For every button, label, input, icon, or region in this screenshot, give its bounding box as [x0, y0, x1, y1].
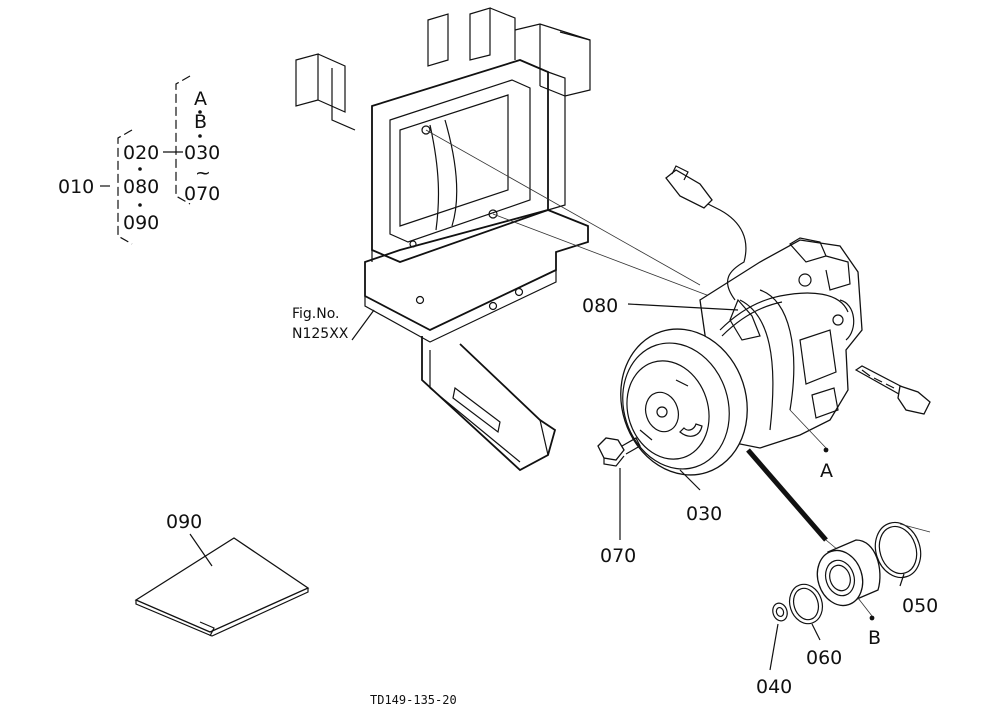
callout-060: 060 [806, 647, 842, 669]
tree-item-030: 030 [184, 142, 220, 164]
figure-reference: Fig.No. N125XX [292, 306, 375, 342]
operators-manual-090 [134, 533, 310, 637]
callout-030: 030 [686, 503, 722, 525]
callout-040: 040 [756, 676, 792, 698]
parts-hierarchy-tree: 010 020 080 090 A B 030 ~ 070 [58, 75, 220, 245]
callout-080: 080 [582, 295, 618, 317]
figure-code: TD149-135-20 [370, 693, 457, 707]
tree-item-090: 090 [123, 212, 159, 234]
fig-ref-line1: Fig.No. [292, 306, 340, 322]
bolt-070 [597, 437, 641, 540]
callout-point-A: A [820, 460, 833, 482]
tree-root-label: 010 [58, 176, 94, 198]
bearing-assembly [772, 521, 931, 625]
ac-compressor [620, 165, 931, 476]
callout-070: 070 [600, 545, 636, 567]
fig-ref-line2: N125XX [292, 326, 349, 342]
tree-bracket-level2 [175, 75, 191, 205]
callout-090: 090 [166, 511, 202, 533]
exploded-view-arrow [746, 448, 851, 561]
tree-item-A: A [194, 88, 207, 110]
tree-item-070: 070 [184, 183, 220, 205]
callout-050: 050 [902, 595, 938, 617]
tree-item-B: B [194, 111, 207, 133]
ring-060 [788, 583, 824, 625]
tree-item-080: 080 [123, 176, 159, 198]
mounting-bracket-frame [295, 7, 721, 472]
tree-item-020: 020 [123, 142, 159, 164]
callout-point-B: B [868, 627, 881, 649]
tree-bracket-level1 [117, 129, 133, 245]
tree-item-tilde: ~ [195, 162, 211, 184]
washer-040 [772, 602, 788, 622]
